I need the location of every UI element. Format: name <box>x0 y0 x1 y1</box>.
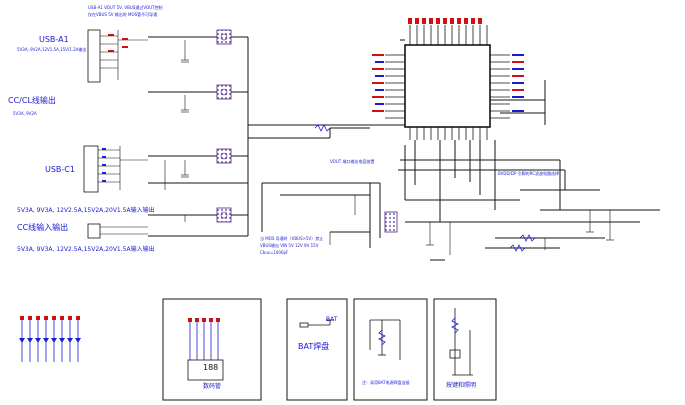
bat-pad-label: BAT焊盘 <box>298 342 330 351</box>
bat-net-label: BAT <box>326 316 338 323</box>
note-side: VOUT 端口输出电容放置 <box>330 159 375 164</box>
inductor-block <box>384 211 398 233</box>
bat-note: 注：采用BAT电源焊盘连接 <box>362 380 410 385</box>
middle-box <box>353 298 428 401</box>
mosfet-q4 <box>216 207 232 223</box>
button-light-resistor <box>451 317 459 334</box>
led-array <box>19 316 81 362</box>
usb-c1-label: USB-C1 <box>45 165 75 174</box>
middle-box-wiring <box>369 319 401 360</box>
cc-connector <box>87 223 148 239</box>
note-ic-right: BVDD/DP 引脚的RC滤波电路选择 <box>498 171 560 176</box>
right-passives <box>329 195 614 255</box>
left-passives <box>164 40 189 222</box>
note-mid-3: Cbus=1000pF <box>260 250 289 255</box>
middle-box-resistor <box>378 329 386 346</box>
digit-tube-value: 188 <box>203 363 219 372</box>
usb-c1-spec: 5V3A, 9V3A, 12V2.5A,15V2A,20V1.5A输入输出 <box>17 207 155 214</box>
cc-cl-output-label: CC/CL线输出 <box>8 96 56 105</box>
usb-c1-connector <box>83 145 148 193</box>
note-mid-2: VBUS输出 VIN 5V 12V 9V 15V <box>260 243 319 248</box>
cc-in-out-label: CC线输入输出 <box>17 223 69 232</box>
usb-a1-spec: 5V3A, 9V2A,12V1.5A,15V/1.2A输出 <box>17 47 87 52</box>
button-light-label: 按键和照明 <box>446 382 477 389</box>
mosfet-q3 <box>216 148 232 164</box>
digit-tube-label: 数码管 <box>203 383 222 390</box>
usb-a1-connector <box>87 29 148 83</box>
wires <box>148 36 660 261</box>
bat-pad-wiring <box>299 319 334 328</box>
note-mid-1: 当 MOS 导通时（VBUS>5V）禁止 <box>260 236 324 241</box>
digit-tube-wiring <box>187 318 224 381</box>
zigzag-resistors <box>314 124 536 252</box>
bat-pad-box <box>286 298 348 401</box>
note-top-2: 仅在VBUS 5V 输出时 MOS管不可导通 <box>88 12 158 17</box>
button-light-box <box>433 298 497 401</box>
cc-in-out-spec: 5V3A, 9V3A, 12V2.5A,15V2A,20V1.5A输入输出 <box>17 246 155 253</box>
usb-a1-label: USB-A1 <box>39 35 69 44</box>
note-top-1: USB-A1 VOUT 5V, VBUS通过VOUT控制 <box>88 5 163 10</box>
cc-cl-spec: 5V3A, 9V2A <box>13 111 37 116</box>
digit-tube-display <box>187 359 224 381</box>
mosfet-q2 <box>216 84 232 100</box>
controller-ic <box>372 18 524 140</box>
mosfet-q1 <box>216 29 232 45</box>
digit-tube-box <box>162 298 262 401</box>
button-light-wiring <box>449 308 473 376</box>
